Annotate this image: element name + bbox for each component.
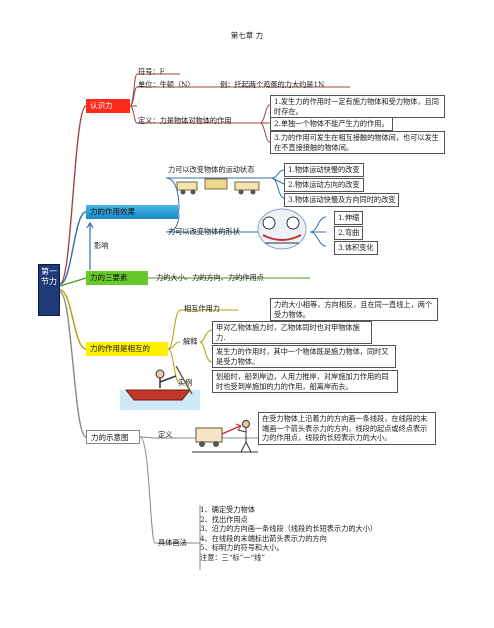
topic-diagram: 力的示意图 (86, 430, 140, 444)
effect-shape-label: 力可以改变物体的形状 (168, 227, 240, 236)
definition-label: 定义 (158, 430, 173, 439)
force-unit: 单位：牛顿（N） (138, 80, 195, 89)
cart-force-diagram (192, 420, 258, 453)
effect-motion-label: 力可以改变物体的运动状态 (168, 165, 255, 174)
explain-item-1: 甲对乙物体施力时，乙物体同时也对甲物体施力. (212, 321, 372, 344)
cart-motion-illustration (176, 178, 260, 195)
method-step-4: 4、在线段的末端标出箭头表示力的方向 (200, 533, 327, 543)
topic-what-is-force: 认识力 (86, 99, 130, 113)
influence-label: 影响 (94, 241, 109, 250)
motion-item-1: 1.物体运动快慢的改变 (284, 163, 364, 177)
shape-item-3: 3.体积变化 (334, 241, 378, 255)
topic-effects: 力的作用效果 (86, 205, 178, 219)
force-example: 例：托起两个鸡蛋的力大约是1N (220, 80, 325, 89)
root-node: 第一节力 (38, 264, 60, 316)
force-note-1: 1.发生力的作用时一定有施力物体和受力物体，且同时存在。 (270, 95, 445, 118)
page-title: 第七章 力 (230, 31, 264, 40)
method-label: 具体画法 (158, 538, 187, 547)
explain-label: 解释 (183, 337, 198, 346)
method-step-2: 2、找出作用点 (200, 514, 248, 524)
influence-arrow (86, 222, 94, 270)
topic-three-elements: 力的三要素 (86, 271, 148, 285)
motion-item-3: 3.物体运动快慢及方向同时的改变 (284, 193, 400, 207)
interaction-label: 相互作用力 (184, 304, 220, 313)
method-steps: 1、确定受力物体 2、找出作用点 3、沿力的方向画一条线段（线段的长短表示力的大… (200, 505, 377, 562)
example-text: 划船时，船到岸边，人用力推岸，对岸施加力作用的同时也受到岸施加的力的作用，船离岸… (212, 370, 398, 393)
interaction-text: 力的大小相等，方向相反，且在同一直线上，两个受力物体。 (270, 298, 438, 321)
method-step-3: 3、沿力的方向画一条线段（线段的长短表示力的大小） (200, 524, 378, 533)
topic-mutual: 力的作用是相互的 (86, 342, 168, 356)
force-note-2: 2.单独一个物体不能产生力的作用。 (270, 117, 393, 131)
motion-item-2: 2.物体运动方向的改变 (284, 178, 364, 192)
shape-item-2: 2.弯曲 (334, 226, 364, 240)
explain-item-2: 发生力的作用时，其中一个物体既是施力物体，同时又是受力物体。 (212, 345, 396, 368)
shape-item-1: 1.伸缩 (334, 211, 364, 225)
method-step-1: 1、确定受力物体 (200, 505, 255, 514)
definition-text: 在受力物体上沿着力的方向画一条线段，在线段的末端画一个箭头表示力的方向，线段的起… (258, 412, 436, 445)
stretching-people-illustration (257, 208, 307, 250)
force-symbol: 符号：F (138, 67, 165, 76)
force-definition: 定义：力是物体对物体的作用 (138, 116, 232, 125)
boat-illustration (120, 365, 200, 410)
force-note-3: 3.力的作用可发生在相互接触的物体间，也可以发生在不直接接触的物体间。 (270, 131, 445, 154)
method-note: 注意：三“标”一“线” (200, 552, 266, 562)
three-elements-text: 力的大小、力的方向、力的作用点 (156, 273, 264, 282)
method-step-5: 5、标明力的符号和大小。 (200, 543, 284, 552)
